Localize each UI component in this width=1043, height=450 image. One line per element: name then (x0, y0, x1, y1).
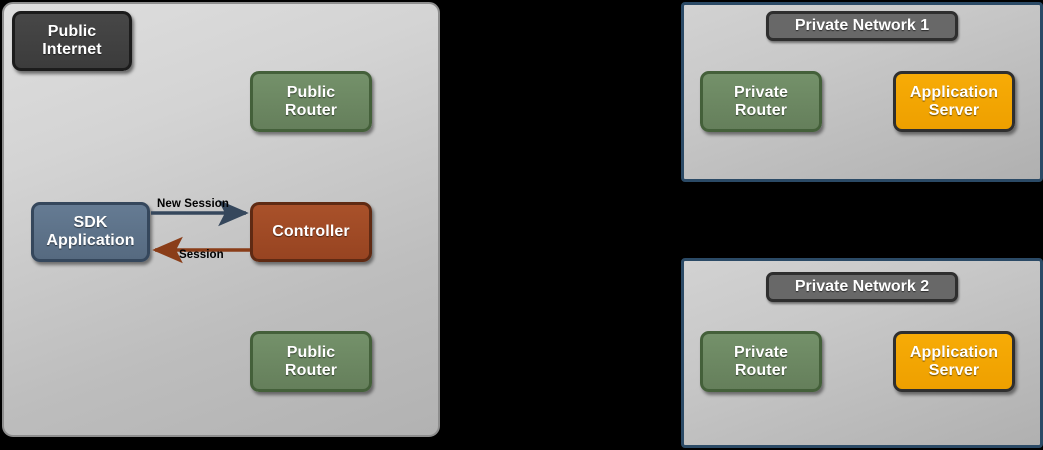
node-sdk-application[interactable]: SDK Application (31, 202, 150, 262)
node-public-router-top[interactable]: Public Router (250, 71, 372, 132)
node-controller[interactable]: Controller (250, 202, 372, 262)
node-public-router-top-label: Public Router (284, 83, 338, 119)
private-network-1-title-label: Private Network 1 (794, 17, 930, 34)
node-public-router-bottom-label: Public Router (284, 343, 338, 379)
private-network-1-application-server-label: Application Server (909, 83, 999, 119)
private-network-2-application-server[interactable]: Application Server (893, 331, 1015, 392)
node-public-internet-label: Public Internet (42, 23, 102, 58)
node-public-internet[interactable]: Public Internet (12, 11, 132, 71)
edge-session-label: Session (179, 249, 224, 261)
private-network-1-private-router[interactable]: Private Router (700, 71, 822, 132)
node-controller-label: Controller (272, 223, 350, 241)
private-network-1-title: Private Network 1 (766, 11, 958, 41)
node-public-router-bottom[interactable]: Public Router (250, 331, 372, 392)
private-network-1-application-server[interactable]: Application Server (893, 71, 1015, 132)
private-network-2-private-router-label: Private Router (733, 343, 789, 379)
private-network-2-title-label: Private Network 2 (794, 278, 930, 295)
node-sdk-application-label: SDK Application (46, 214, 135, 249)
private-network-2-title: Private Network 2 (766, 272, 958, 302)
private-network-2-private-router[interactable]: Private Router (700, 331, 822, 392)
private-network-1-private-router-label: Private Router (733, 83, 789, 119)
private-network-2-application-server-label: Application Server (909, 343, 999, 379)
edge-new-session-label: New Session (157, 198, 230, 210)
